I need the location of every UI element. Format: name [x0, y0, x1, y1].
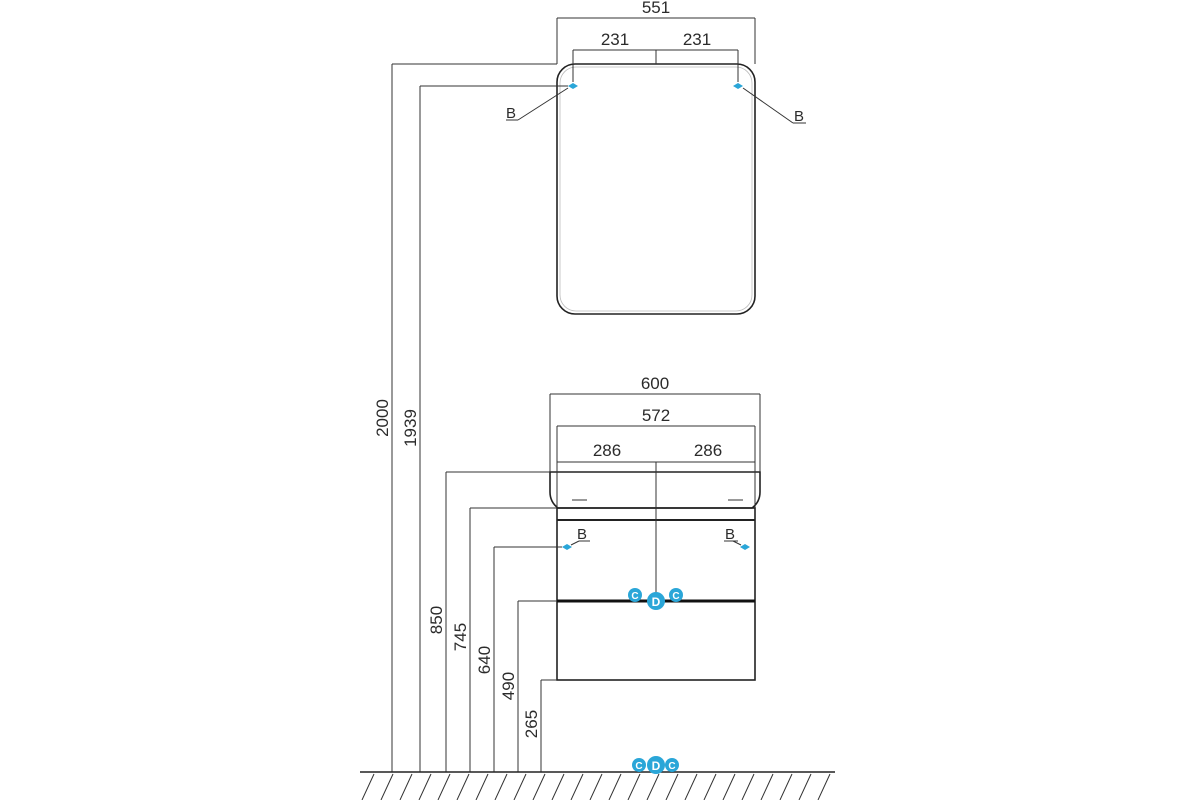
floor-hatch-line — [798, 773, 812, 800]
floor-hatch-line — [475, 773, 489, 800]
cabinet-mount-point-right — [740, 544, 750, 550]
floor-hatch-line — [741, 773, 755, 800]
cab-width-572-label: 572 — [642, 406, 670, 425]
floor-hatching — [361, 773, 831, 800]
cabinet-utility-markers: C C D — [628, 588, 683, 610]
vanity-cabinet: 600 572 286 286 B B C C D — [549, 374, 761, 681]
marker-c-right-label: C — [672, 591, 679, 602]
mirror-mount-left-label: B — [506, 105, 516, 122]
mirror: 551 231 231 B B — [506, 0, 806, 315]
floor-hatch-line — [437, 773, 451, 800]
floor-hatch-line — [817, 773, 831, 800]
floor — [360, 771, 835, 800]
cold-water-marker-right — [669, 588, 683, 602]
floor-utility-markers: C C D — [632, 756, 679, 774]
cab-half-left-label: 286 — [593, 441, 621, 460]
mirror-outline — [556, 63, 756, 315]
mirror-leader-left — [517, 87, 569, 121]
mirror-inner-edge — [559, 66, 753, 312]
floor-marker-c-left-label: C — [635, 761, 642, 772]
floor-hatch-line — [456, 773, 470, 800]
floor-hatch-line — [418, 773, 432, 800]
floor-hatch-line — [380, 773, 394, 800]
cabinet-leader-left — [570, 540, 580, 546]
mirror-mount-point-left — [568, 83, 578, 89]
h1939-label: 1939 — [401, 409, 420, 447]
floor-hatch-line — [570, 773, 584, 800]
mirror-half-left-label: 231 — [601, 30, 629, 49]
floor-hatch-line — [627, 773, 641, 800]
floor-hatch-line — [703, 773, 717, 800]
cab-width-600-label: 600 — [641, 374, 669, 393]
cabinet-mount-left-label: B — [577, 526, 587, 543]
floor-hatch-line — [684, 773, 698, 800]
floor-cold-water-marker-left — [632, 758, 646, 772]
floor-drain-marker — [647, 756, 665, 774]
cabinet-leader-right — [732, 540, 742, 546]
h745-label: 745 — [451, 623, 470, 651]
cab-half-right-label: 286 — [694, 441, 722, 460]
drain-marker — [647, 592, 665, 610]
floor-hatch-line — [532, 773, 546, 800]
floor-hatch-line — [399, 773, 413, 800]
h850-label: 850 — [427, 606, 446, 634]
floor-marker-d-label: D — [652, 759, 661, 773]
floor-hatch-line — [760, 773, 774, 800]
floor-hatch-line — [361, 773, 375, 800]
h640-label: 640 — [475, 646, 494, 674]
floor-cold-water-marker-right — [665, 758, 679, 772]
cabinet-mount-right-label: B — [725, 526, 735, 543]
floor-hatch-line — [494, 773, 508, 800]
mirror-mount-point-right — [733, 83, 743, 89]
floor-marker-c-right-label: C — [668, 761, 675, 772]
floor-hatch-line — [779, 773, 793, 800]
floor-hatch-line — [665, 773, 679, 800]
mirror-half-right-label: 231 — [683, 30, 711, 49]
floor-hatch-line — [608, 773, 622, 800]
countertop-outline — [549, 471, 761, 509]
height-dimensions: 2000 1939 850 745 640 490 265 — [373, 63, 568, 772]
cold-water-marker-left — [628, 588, 642, 602]
mirror-mount-right-label: B — [794, 108, 804, 125]
floor-hatch-line — [589, 773, 603, 800]
mirror-leader-right — [742, 87, 794, 124]
h265-label: 265 — [522, 710, 541, 738]
floor-hatch-line — [722, 773, 736, 800]
marker-c-left-label: C — [631, 591, 638, 602]
floor-hatch-line — [513, 773, 527, 800]
floor-hatch-line — [646, 773, 660, 800]
mirror-width-label: 551 — [642, 0, 670, 17]
h2000-label: 2000 — [373, 399, 392, 437]
marker-d-label: D — [652, 595, 661, 609]
cabinet-mount-point-left — [562, 544, 572, 550]
floor-hatch-line — [551, 773, 565, 800]
h490-label: 490 — [499, 672, 518, 700]
